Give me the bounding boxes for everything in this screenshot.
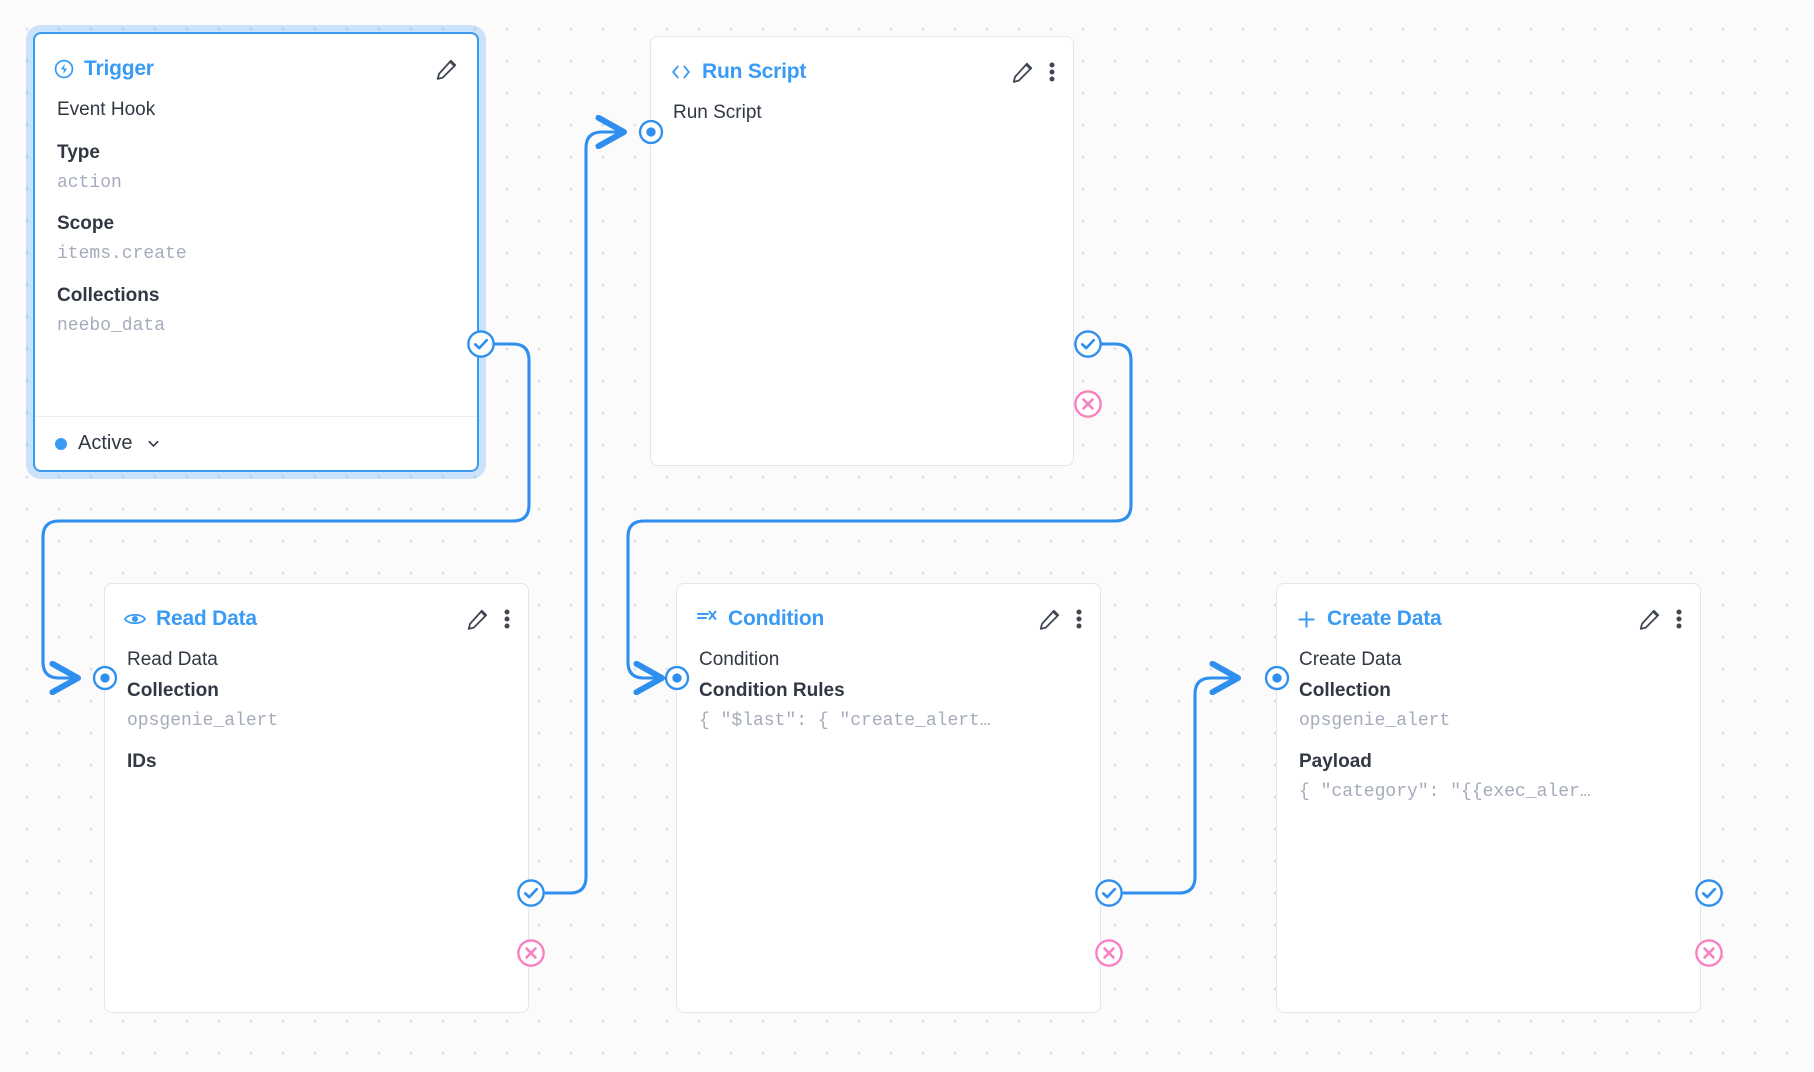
field-value: neebo_data xyxy=(57,315,166,336)
edit-icon[interactable] xyxy=(434,57,459,82)
run-script-title-group: Run Script xyxy=(669,60,806,84)
trigger-status-label: Active xyxy=(78,432,133,454)
trigger-status-dropdown[interactable]: Active xyxy=(35,416,477,470)
trigger-header: Trigger xyxy=(35,34,477,86)
condition-reject-port[interactable] xyxy=(1094,938,1124,968)
edit-icon[interactable] xyxy=(1037,607,1062,632)
trigger-title-group: Trigger xyxy=(53,57,154,81)
edit-icon[interactable] xyxy=(465,607,490,632)
field-value: { "category": "{{exec_aler… xyxy=(1299,782,1591,803)
create-data-title: Create Data xyxy=(1327,607,1442,630)
read-data-header: Read Data xyxy=(105,584,528,636)
trigger-success-port[interactable] xyxy=(466,329,496,359)
condition-header: Condition xyxy=(677,584,1100,636)
condition-body: Condition Condition Rules { "$last": { "… xyxy=(677,636,1100,751)
status-dot-icon xyxy=(55,437,67,450)
run-script-header-actions xyxy=(1010,60,1055,85)
field-label: Payload xyxy=(1299,751,1372,773)
run-script-body: Run Script xyxy=(651,89,1073,145)
field-label: Collections xyxy=(57,284,160,306)
field-label: Condition Rules xyxy=(699,679,845,701)
field-value: { "$last": { "create_alert… xyxy=(699,710,991,731)
read-data-input-label: Read Data xyxy=(127,649,218,670)
node-run-script[interactable]: Run Script Run Scr xyxy=(650,36,1074,466)
read-data-title: Read Data xyxy=(156,607,257,630)
trigger-title: Trigger xyxy=(84,57,154,80)
field-value: opsgenie_alert xyxy=(1299,710,1451,731)
run-script-input-port[interactable] xyxy=(637,118,665,146)
condition-input-label: Condition xyxy=(699,649,780,670)
create-data-input-port[interactable] xyxy=(1263,664,1291,692)
more-options-icon[interactable] xyxy=(1076,607,1082,631)
more-options-icon[interactable] xyxy=(504,607,510,631)
read-data-reject-port[interactable] xyxy=(516,938,546,968)
create-data-body: Create Data Collection opsgenie_alert Pa… xyxy=(1277,636,1700,823)
edge-condition-to-create-data xyxy=(1122,678,1238,895)
more-options-icon[interactable] xyxy=(1049,60,1055,84)
bolt-circle-icon xyxy=(53,58,75,80)
chevron-down-icon xyxy=(145,435,162,452)
create-data-success-port[interactable] xyxy=(1694,878,1724,908)
node-condition[interactable]: Condition Conditio xyxy=(676,583,1101,1013)
create-data-title-group: Create Data xyxy=(1295,607,1442,631)
edge-read-data-to-run-script xyxy=(544,132,624,895)
edit-icon[interactable] xyxy=(1637,607,1662,632)
field-value: items.create xyxy=(57,244,187,265)
read-data-body: Read Data Collection opsgenie_alert IDs xyxy=(105,636,528,794)
create-data-input-label: Create Data xyxy=(1299,649,1402,670)
field-label: Type xyxy=(57,141,100,163)
more-options-icon[interactable] xyxy=(1676,607,1682,631)
condition-header-actions xyxy=(1037,607,1082,632)
field-value: opsgenie_alert xyxy=(127,710,279,731)
node-create-data[interactable]: Create Data Create xyxy=(1276,583,1701,1013)
field-label: Scope xyxy=(57,213,115,235)
read-data-header-actions xyxy=(465,607,510,632)
plus-icon xyxy=(1295,608,1318,631)
run-script-header: Run Script xyxy=(651,37,1073,89)
field-label: Collection xyxy=(127,679,219,701)
run-script-success-port[interactable] xyxy=(1073,329,1103,359)
field-label: IDs xyxy=(127,751,157,773)
create-data-header: Create Data xyxy=(1277,584,1700,636)
trigger-body: Event Hook Type action Scope items.creat… xyxy=(35,86,477,356)
filter-branch-icon xyxy=(695,608,719,630)
condition-title: Condition xyxy=(728,607,825,630)
code-brackets-icon xyxy=(669,61,693,83)
field-value: action xyxy=(57,172,122,193)
trigger-header-actions xyxy=(434,57,459,82)
create-data-header-actions xyxy=(1637,607,1682,632)
run-script-reject-port[interactable] xyxy=(1073,389,1103,419)
edit-icon[interactable] xyxy=(1010,60,1035,85)
node-trigger[interactable]: Trigger Event Hook Type action Scope ite… xyxy=(33,32,479,472)
field-label: Event Hook xyxy=(57,99,156,120)
read-data-success-port[interactable] xyxy=(516,878,546,908)
read-data-title-group: Read Data xyxy=(123,607,257,631)
eye-icon xyxy=(123,609,147,629)
field-label: Collection xyxy=(1299,679,1391,701)
condition-input-port[interactable] xyxy=(663,664,691,692)
run-script-input-label: Run Script xyxy=(673,102,762,123)
read-data-input-port[interactable] xyxy=(91,664,119,692)
create-data-reject-port[interactable] xyxy=(1694,938,1724,968)
node-read-data[interactable]: Read Data Read Dat xyxy=(104,583,529,1013)
run-script-title: Run Script xyxy=(702,60,807,83)
condition-success-port[interactable] xyxy=(1094,878,1124,908)
condition-title-group: Condition xyxy=(695,607,824,631)
